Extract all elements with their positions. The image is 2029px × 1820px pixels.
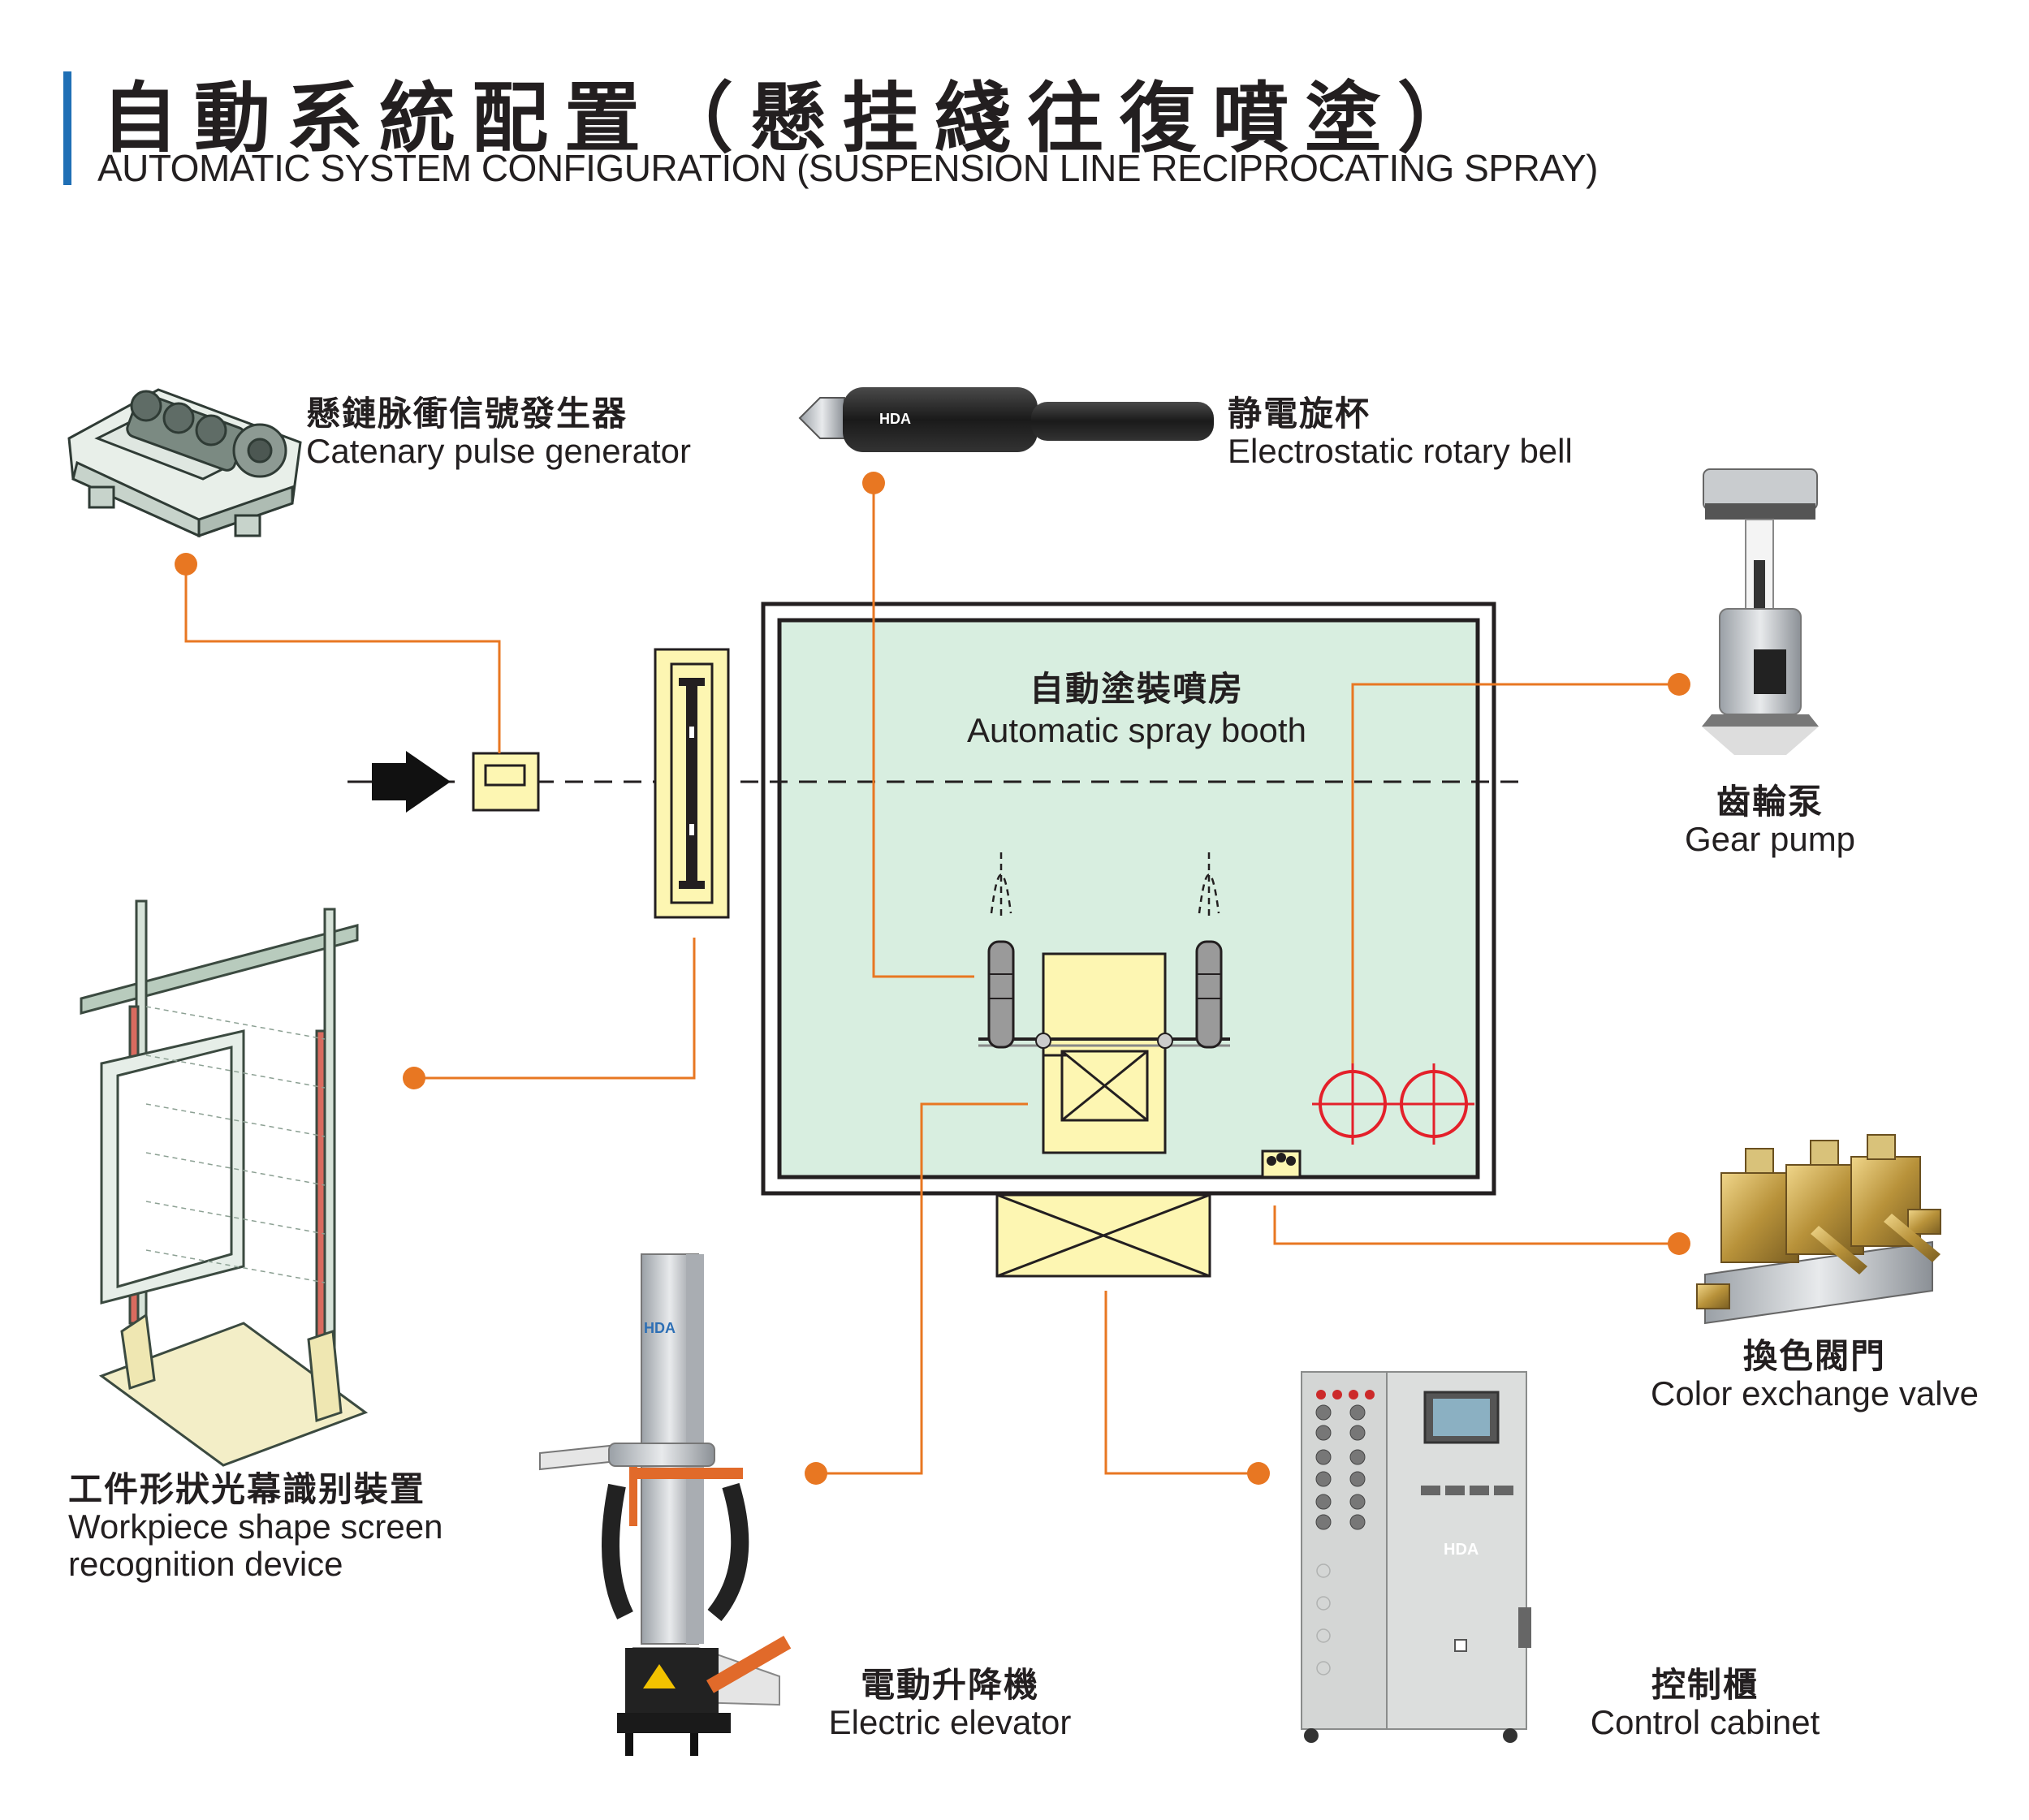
page-subtitle: AUTOMATIC SYSTEM CONFIGURATION (SUSPENSI… [97, 147, 1598, 189]
booth-label-zh: 自動塗裝噴房 [1029, 670, 1244, 708]
label-zh: 工件形狀光幕識别裝置 [68, 1470, 426, 1508]
elevator-brand: HDA [644, 1320, 676, 1336]
rotary-bell-icon: HDA [798, 387, 1214, 452]
label-zh: 懸鏈脉衝信號發生器 [306, 395, 628, 433]
label-zh: 静電旋杯 [1228, 395, 1371, 433]
label-en: Gear pump [1684, 820, 1856, 859]
valve-block-icon [1696, 1134, 1941, 1325]
label-en-line2: recognition device [68, 1545, 343, 1584]
label-en: Control cabinet [1590, 1703, 1820, 1742]
label-en: Catenary pulse generator [306, 432, 691, 471]
label-en: Electric elevator [828, 1703, 1072, 1742]
title-accent-bar [63, 71, 71, 185]
label-en-line1: Workpiece shape screen [68, 1507, 443, 1546]
label-zh: 電動升降機 [860, 1666, 1039, 1704]
light-curtain-frame [654, 648, 730, 919]
label-catenary-pulse-generator: 懸鏈脉衝信號發生器 Catenary pulse generator [306, 395, 691, 470]
connector-lines [184, 483, 1679, 1475]
pulse-sensor-box [472, 752, 540, 812]
label-gear-pump: 齒輪泵 Gear pump [1648, 783, 1892, 858]
booth-label-en: Automatic spray booth [967, 711, 1306, 749]
elevator-icon: HDA [539, 1253, 792, 1756]
pulse-generator-icon [67, 388, 302, 538]
reciprocator-unit [978, 852, 1230, 1154]
label-color-exchange-valve: 換色閥門 Color exchange valve [1632, 1337, 1997, 1413]
valve-marker [1261, 1149, 1302, 1179]
cabinet-brand: HDA [1444, 1541, 1479, 1559]
label-en: Electrostatic rotary bell [1228, 432, 1573, 471]
conveyor-line [348, 751, 1526, 813]
label-en: Color exchange valve [1651, 1374, 1979, 1413]
gear-pump-icon [1702, 468, 1819, 755]
bell-brand: HDA [879, 411, 911, 427]
label-zh: 換色閥門 [1742, 1337, 1886, 1375]
page-title: 自動系統配置（懸挂綫往復噴塗） [101, 75, 1491, 161]
label-electrostatic-rotary-bell: 静電旋杯 Electrostatic rotary bell [1228, 395, 1573, 470]
control-cabinet-icon: HDA [1301, 1371, 1531, 1743]
label-control-cabinet: 控制櫃 Control cabinet [1571, 1666, 1839, 1742]
light-curtain-icon [80, 899, 369, 1467]
label-zh: 齒輪泵 [1716, 783, 1824, 821]
label-workpiece-recognition: 工件形狀光幕識别裝置 Workpiece shape screen recogn… [68, 1470, 443, 1584]
label-electric-elevator: 電動升降機 Electric elevator [812, 1666, 1088, 1742]
pump-target-symbols [1312, 1063, 1474, 1145]
booth-label: 自動塗裝噴房 Automatic spray booth [893, 662, 1380, 750]
booth-control-box [995, 1193, 1211, 1278]
connector-dots [175, 472, 1690, 1485]
label-zh: 控制櫃 [1651, 1666, 1759, 1704]
